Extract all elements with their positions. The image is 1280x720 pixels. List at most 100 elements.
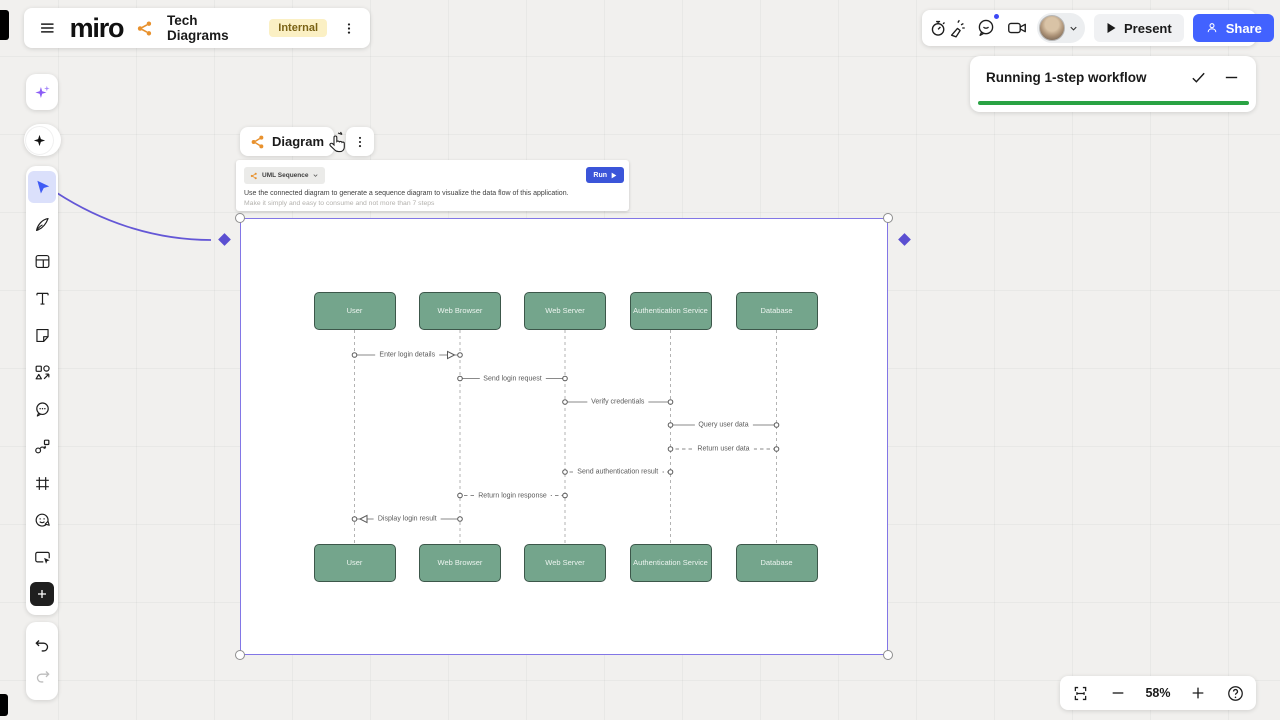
diamond-star-icon bbox=[33, 134, 46, 146]
facilitation-tools-button[interactable] bbox=[930, 17, 966, 39]
tool-frame[interactable] bbox=[28, 467, 56, 499]
message-endpoint bbox=[457, 375, 463, 382]
selection-handle-bottom-left[interactable] bbox=[235, 650, 245, 660]
diagram-widget-label-chip[interactable]: Diagram bbox=[240, 127, 335, 156]
ai-toggle[interactable] bbox=[24, 124, 61, 156]
actor-box[interactable]: Web Browser bbox=[419, 292, 501, 330]
tool-text[interactable] bbox=[28, 282, 56, 314]
ai-prompt-card[interactable]: UML Sequence Run Use the connected diagr… bbox=[236, 160, 629, 211]
message-label[interactable]: Return user data bbox=[693, 444, 754, 454]
connector-anchor-left[interactable] bbox=[217, 232, 231, 246]
message-label[interactable]: Send login request bbox=[479, 374, 546, 383]
tool-pen[interactable] bbox=[28, 208, 56, 240]
redo-icon[interactable] bbox=[33, 668, 52, 685]
collaboration-toolbar: Present Share bbox=[922, 10, 1274, 46]
diagram-widget-menu-button[interactable] bbox=[346, 127, 374, 156]
board-classification-badge[interactable]: Internal bbox=[269, 19, 328, 37]
video-camera-icon bbox=[1008, 22, 1026, 34]
timer-reactions-icon bbox=[931, 19, 965, 38]
message-endpoint bbox=[562, 375, 568, 382]
tool-screen-share[interactable] bbox=[28, 541, 56, 573]
message-label[interactable]: Display login result bbox=[373, 514, 441, 524]
actor-box[interactable]: Web Server bbox=[524, 292, 606, 330]
message-endpoint bbox=[351, 516, 358, 522]
chevron-down-icon bbox=[313, 174, 319, 177]
video-chat-button[interactable] bbox=[1006, 17, 1028, 39]
selection-handle-top-left[interactable] bbox=[235, 213, 245, 223]
actor-box[interactable]: Authentication Service bbox=[629, 292, 712, 330]
message-label[interactable]: Enter login details bbox=[375, 350, 440, 360]
tools-panel bbox=[26, 166, 58, 615]
tool-stickers[interactable] bbox=[28, 504, 56, 536]
message-endpoint bbox=[457, 492, 463, 499]
zoom-level[interactable]: 58% bbox=[1145, 686, 1171, 700]
sparkles-icon bbox=[34, 85, 50, 98]
hamburger-menu-icon[interactable] bbox=[38, 18, 57, 38]
text-icon bbox=[35, 292, 49, 305]
selection-handle-bottom-right[interactable] bbox=[883, 650, 893, 660]
actor-box[interactable]: Database bbox=[735, 544, 818, 582]
tool-comment[interactable] bbox=[28, 393, 56, 425]
board-title[interactable]: Tech Diagrams bbox=[167, 13, 229, 43]
share-button-label: Share bbox=[1225, 20, 1262, 36]
message-label[interactable]: Verify credentials bbox=[587, 397, 649, 407]
workflow-status-panel: Running 1-step workflow bbox=[970, 56, 1256, 112]
minimize-icon[interactable] bbox=[1223, 69, 1240, 86]
run-button[interactable]: Run bbox=[586, 167, 624, 183]
board-header: miro Tech Diagrams Internal bbox=[24, 8, 370, 48]
zoom-in-icon[interactable] bbox=[1190, 685, 1206, 701]
ai-assistant-button[interactable] bbox=[26, 74, 58, 110]
message-label[interactable]: Return login response bbox=[474, 491, 551, 500]
user-menu[interactable] bbox=[1037, 13, 1085, 43]
present-button-label: Present bbox=[1124, 20, 1172, 36]
tool-templates[interactable] bbox=[28, 245, 56, 277]
message-label[interactable]: Send authentication result bbox=[573, 467, 663, 477]
message-endpoint bbox=[562, 492, 568, 499]
board-share-icon bbox=[138, 20, 152, 36]
miro-logo[interactable]: miro bbox=[69, 12, 125, 43]
sticker-smiley-icon bbox=[35, 513, 50, 527]
actor-box[interactable]: User bbox=[313, 544, 396, 582]
comment-icon bbox=[35, 401, 49, 417]
notification-dot bbox=[994, 14, 999, 19]
play-icon bbox=[1107, 23, 1116, 33]
tool-sticky-note[interactable] bbox=[28, 319, 56, 351]
undo-icon[interactable] bbox=[33, 637, 52, 654]
tool-connector[interactable] bbox=[28, 430, 56, 462]
selection-handle-top-right[interactable] bbox=[883, 213, 893, 223]
sticky-note-icon bbox=[35, 328, 49, 342]
tool-shapes[interactable] bbox=[28, 356, 56, 388]
workflow-check-icon[interactable] bbox=[1190, 69, 1207, 86]
prompt-text-line2: Make it simply and easy to consume and n… bbox=[244, 200, 435, 207]
zoom-out-icon[interactable] bbox=[1110, 685, 1126, 701]
arrowhead bbox=[358, 514, 368, 524]
present-button[interactable]: Present bbox=[1094, 14, 1184, 42]
help-icon[interactable] bbox=[1226, 684, 1245, 703]
tool-more-apps[interactable] bbox=[30, 582, 54, 606]
actor-box[interactable]: User bbox=[313, 292, 396, 330]
actor-box[interactable]: Web Server bbox=[524, 544, 606, 582]
message-endpoint bbox=[351, 352, 358, 358]
share-button[interactable]: Share bbox=[1192, 14, 1274, 42]
actor-box[interactable]: Web Browser bbox=[419, 544, 501, 582]
templates-icon bbox=[35, 254, 49, 268]
pen-icon bbox=[35, 217, 49, 231]
fit-to-screen-icon[interactable] bbox=[1071, 684, 1090, 703]
frame-icon bbox=[35, 476, 49, 490]
avatar bbox=[1039, 15, 1065, 41]
board-kebab-menu-icon[interactable] bbox=[342, 21, 356, 36]
prompt-text-line1: Use the connected diagram to generate a … bbox=[244, 190, 569, 197]
actor-box[interactable]: Database bbox=[735, 292, 818, 330]
message-endpoint bbox=[773, 446, 780, 452]
connector-anchor-right[interactable] bbox=[897, 232, 911, 246]
tool-select[interactable] bbox=[28, 171, 56, 203]
actor-box[interactable]: Authentication Service bbox=[629, 544, 712, 582]
comments-button[interactable] bbox=[975, 14, 999, 39]
run-button-label: Run bbox=[593, 171, 607, 179]
screen-share-cursor-icon bbox=[34, 551, 50, 564]
kebab-menu-icon bbox=[358, 136, 362, 147]
diagram-type-dropdown[interactable]: UML Sequence bbox=[244, 167, 326, 184]
message-label[interactable]: Query user data bbox=[694, 420, 753, 430]
